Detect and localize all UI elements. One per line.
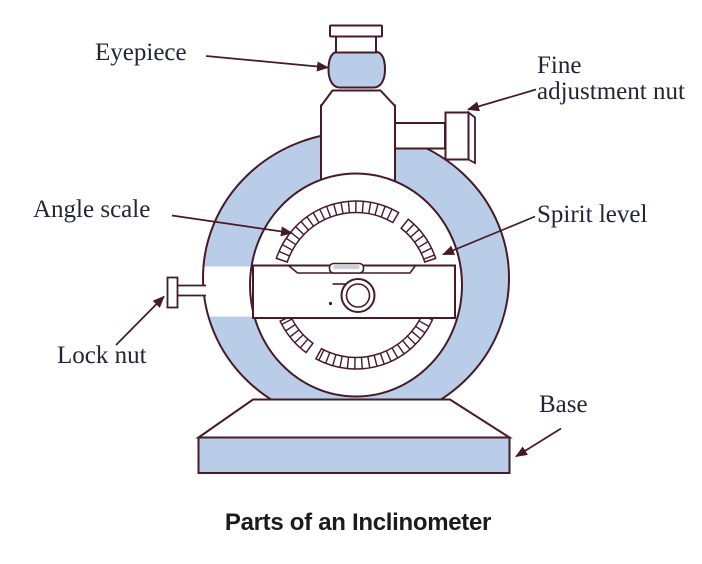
vial-bubble bbox=[333, 265, 360, 269]
eyepiece-neck bbox=[335, 35, 377, 54]
arrow-base bbox=[515, 427, 562, 458]
arrow-spirit-level bbox=[442, 215, 536, 256]
label-spirit-level: Spirit level bbox=[537, 201, 648, 228]
eyepiece-column bbox=[321, 105, 395, 186]
label-fine-line2: adjustment nut bbox=[537, 78, 685, 105]
adjustment-arm bbox=[394, 122, 446, 150]
page-title: Parts of an Inclinometer bbox=[224, 509, 492, 536]
pedestal bbox=[195, 398, 513, 439]
eyepiece-bulb bbox=[327, 51, 387, 89]
label-angle-scale: Angle scale bbox=[33, 196, 151, 223]
label-base: Base bbox=[539, 391, 588, 418]
label-fine-line1: Fine bbox=[537, 52, 582, 79]
arrow-fine-adjustment bbox=[467, 88, 537, 112]
label-lock-nut: Lock nut bbox=[57, 342, 147, 369]
column-shoulder bbox=[320, 89, 396, 107]
base-slab bbox=[197, 436, 511, 474]
fine-adjustment-nut-shape bbox=[444, 111, 470, 161]
angle-scale-ticks-bottom bbox=[279, 314, 434, 370]
lock-nut-shaft-edges bbox=[177, 284, 206, 297]
lock-nut-shaft bbox=[177, 285, 206, 296]
eyepiece-cap bbox=[329, 24, 383, 38]
center-knob-inner bbox=[345, 283, 371, 308]
label-fine-adjustment: Fine adjustment nut bbox=[537, 53, 685, 105]
dial-dot bbox=[328, 301, 333, 306]
arrow-eyepiece bbox=[205, 55, 329, 72]
lock-nut-head bbox=[166, 276, 179, 309]
arrow-lock-nut bbox=[115, 295, 165, 346]
label-eyepiece: Eyepiece bbox=[95, 39, 187, 66]
arrow-angle-scale bbox=[171, 214, 293, 237]
angle-scale-ticks-top bbox=[275, 200, 437, 263]
lock-slot bbox=[201, 266, 253, 317]
